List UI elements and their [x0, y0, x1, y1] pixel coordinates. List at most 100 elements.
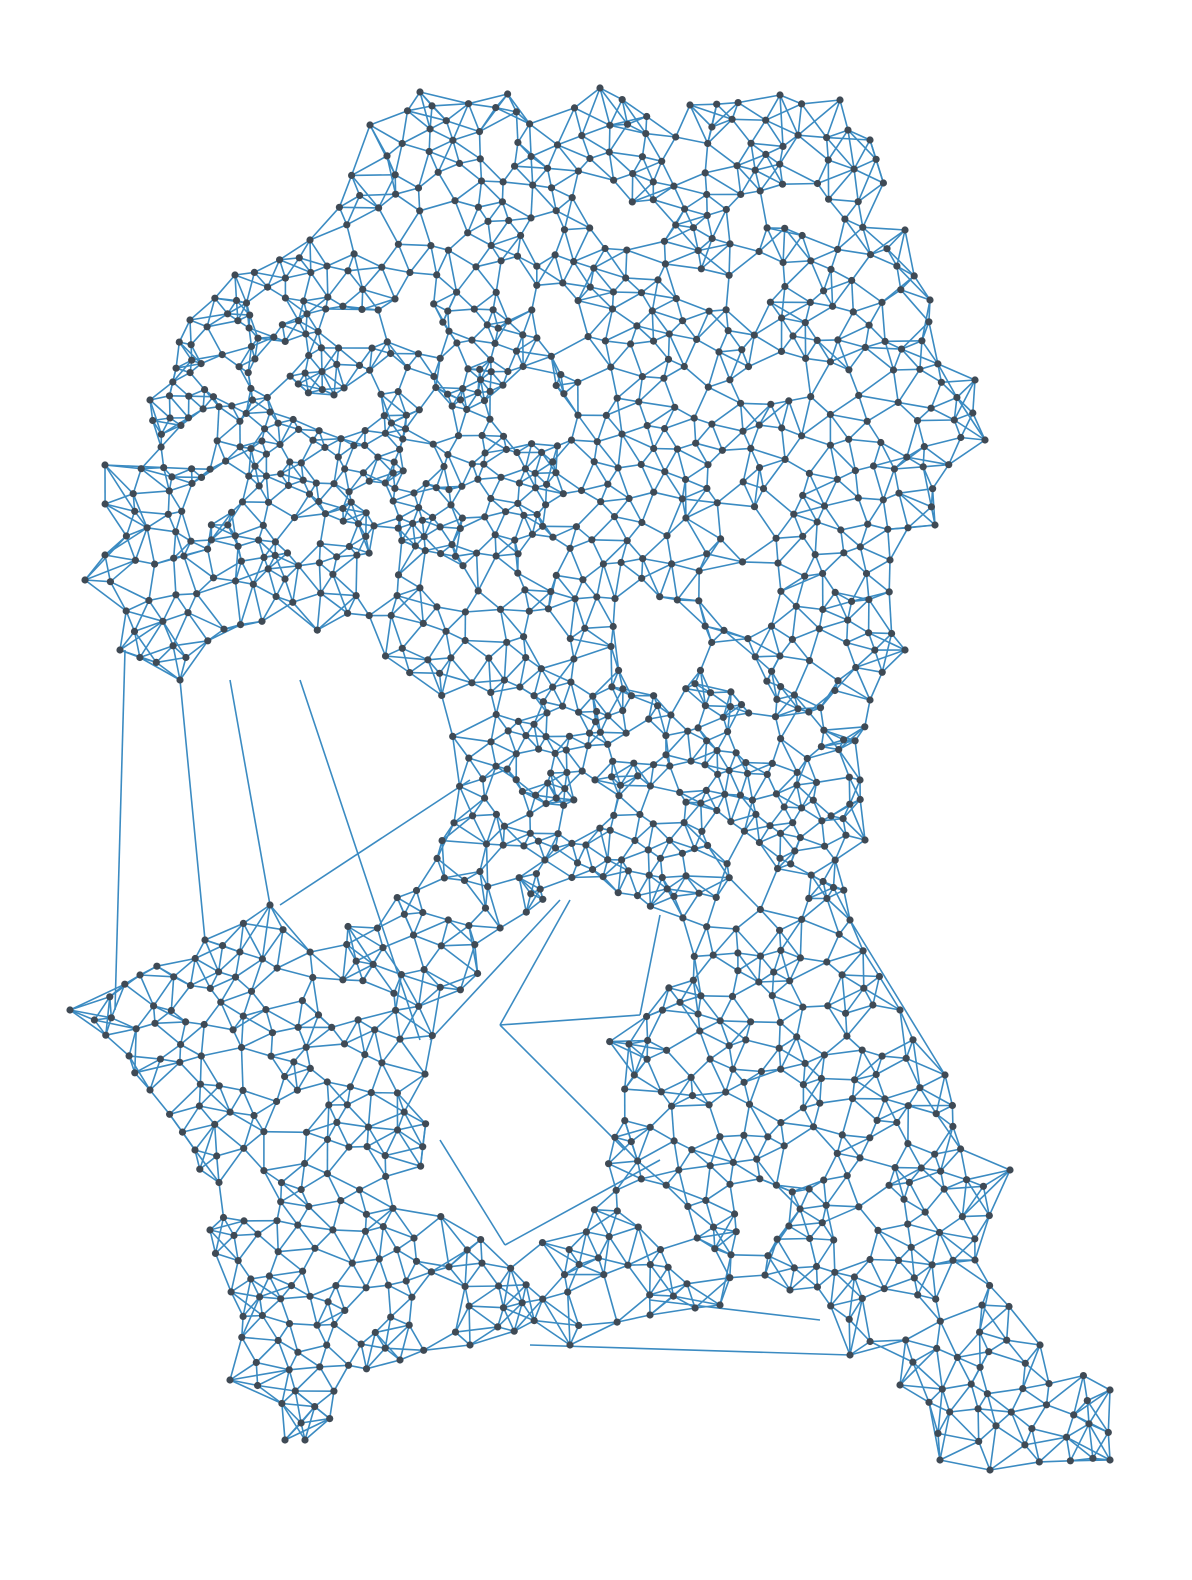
- graph-node: [693, 1234, 701, 1242]
- graph-edge: [542, 1241, 580, 1266]
- graph-node: [897, 345, 906, 353]
- graph-edge: [697, 249, 730, 276]
- graph-edge: [419, 587, 438, 608]
- graph-edge: [682, 917, 707, 928]
- graph-edge: [433, 291, 457, 305]
- graph-edge: [652, 160, 663, 183]
- graph-edge: [1066, 1423, 1090, 1438]
- graph-edge: [848, 369, 860, 396]
- graph-node: [547, 184, 556, 192]
- graph-node: [323, 1078, 331, 1086]
- graph-edge: [699, 642, 713, 671]
- graph-node: [146, 396, 154, 404]
- graph-edge: [719, 1254, 732, 1306]
- graph-node: [519, 362, 527, 371]
- graph-edge: [366, 1129, 398, 1148]
- graph-edge: [299, 257, 328, 267]
- graph-edge: [297, 1351, 321, 1368]
- graph-edge: [246, 411, 271, 415]
- graph-node: [796, 834, 804, 842]
- graph-node: [658, 1006, 667, 1014]
- graph-edge: [555, 472, 565, 494]
- graph-edge: [870, 253, 898, 267]
- graph-edge: [383, 391, 399, 417]
- graph-node: [866, 1134, 874, 1142]
- graph-edge: [417, 151, 430, 189]
- graph-node: [356, 1186, 364, 1194]
- graph-edge: [119, 620, 164, 651]
- graph-edge: [199, 1168, 220, 1184]
- graph-edge: [1086, 1400, 1109, 1433]
- graph-edge: [550, 187, 557, 211]
- graph-node: [606, 121, 614, 129]
- graph-node: [591, 776, 599, 784]
- graph-edge: [140, 467, 173, 478]
- graph-edge: [320, 347, 323, 372]
- graph-node: [872, 1070, 880, 1079]
- graph-edge: [809, 1237, 834, 1241]
- graph-edge: [397, 390, 420, 411]
- graph-node: [270, 333, 278, 341]
- graph-edge: [347, 270, 364, 290]
- graph-edge: [829, 445, 839, 480]
- graph-edge: [602, 540, 628, 565]
- graph-node: [492, 710, 500, 719]
- graph-edge: [327, 1081, 351, 1088]
- graph-edge: [793, 513, 818, 523]
- graph-node: [330, 391, 338, 399]
- graph-node: [742, 759, 750, 767]
- graph-edge: [728, 770, 742, 796]
- graph-edge: [235, 524, 264, 537]
- graph-edge: [778, 1047, 806, 1065]
- graph-node: [1066, 1457, 1074, 1465]
- graph-edge: [607, 1137, 616, 1164]
- graph-edge: [604, 340, 612, 368]
- graph-edge: [686, 1276, 730, 1285]
- graph-edge: [953, 397, 958, 421]
- graph-edge: [338, 194, 361, 208]
- graph-edge: [348, 1126, 369, 1148]
- graph-edge: [474, 927, 501, 946]
- graph-node: [704, 461, 712, 469]
- graph-edge: [540, 667, 572, 683]
- graph-edge: [705, 1199, 735, 1215]
- graph-edge: [1073, 1389, 1111, 1416]
- graph-edge: [827, 1005, 848, 1037]
- graph-edge: [641, 1169, 679, 1180]
- graph-edge: [326, 1104, 330, 1140]
- graph-edge: [774, 716, 782, 739]
- graph-node: [496, 924, 504, 932]
- graph-edge: [321, 371, 335, 396]
- graph-node: [487, 494, 495, 503]
- graph-edge: [346, 207, 379, 226]
- graph-node: [484, 217, 492, 225]
- graph-edge: [575, 596, 597, 600]
- graph-node: [273, 1097, 281, 1106]
- graph-edge: [766, 227, 784, 263]
- graph-edge: [858, 394, 899, 404]
- graph-node: [673, 596, 681, 604]
- graph-edge: [713, 1213, 736, 1228]
- graph-edge: [598, 1257, 629, 1266]
- graph-node: [836, 96, 844, 104]
- graph-node: [346, 1083, 354, 1091]
- graph-edge: [826, 933, 840, 963]
- graph-node: [745, 709, 753, 717]
- graph-edge: [872, 465, 885, 501]
- graph-node: [844, 126, 852, 134]
- graph-edge: [739, 402, 760, 426]
- graph-edge: [561, 681, 572, 707]
- graph-edge: [418, 171, 439, 189]
- graph-edge: [545, 799, 574, 805]
- graph-edge: [844, 987, 865, 1014]
- graph-edge: [704, 143, 709, 173]
- graph-edge: [547, 608, 571, 640]
- graph-edge: [276, 967, 314, 979]
- graph-edge: [747, 334, 756, 367]
- graph-edge: [664, 417, 695, 430]
- graph-edge: [683, 822, 709, 847]
- graph-edge: [877, 1229, 900, 1261]
- graph-edge: [308, 392, 335, 396]
- graph-edge: [500, 235, 522, 262]
- graph-edge: [651, 310, 670, 335]
